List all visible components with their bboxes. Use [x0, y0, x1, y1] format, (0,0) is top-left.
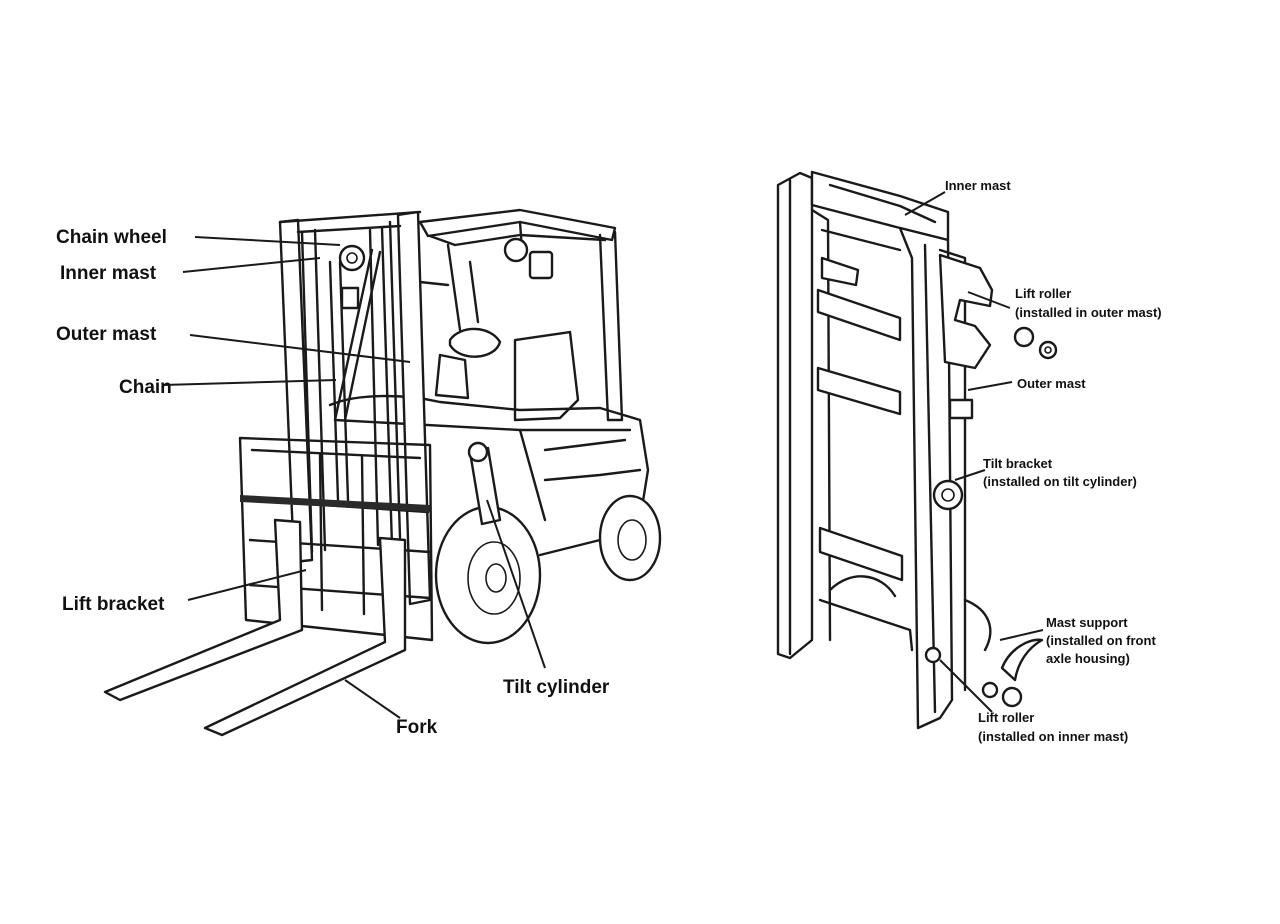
mast-assembly-illustration — [776, 170, 1058, 730]
mast-assembly-labels: Inner mast Lift roller (installed in out… — [904, 178, 1162, 744]
label-lift-roller-outer-note: (installed in outer mast) — [1015, 305, 1162, 320]
label-outer-mast: Outer mast — [56, 324, 157, 345]
forks — [103, 518, 407, 737]
label-lift-roller-outer: Lift roller — [1015, 286, 1071, 301]
label-lift-bracket: Lift bracket — [62, 594, 165, 615]
inner-mast — [300, 226, 394, 554]
operator-seat — [434, 327, 580, 422]
label-tilt-bracket: Tilt bracket — [983, 456, 1053, 471]
label-mast-support-note2: axle housing) — [1046, 651, 1130, 666]
chain-assembly — [328, 244, 382, 502]
tilt-cylinder — [467, 441, 502, 526]
front-wheel — [434, 505, 542, 645]
label-mast-outer-mast: Outer mast — [1017, 376, 1086, 391]
label-chain-wheel: Chain wheel — [56, 227, 167, 248]
rear-wheel — [598, 494, 662, 582]
forklift-labels: Chain wheel Inner mast Outer mast Chain … — [56, 227, 610, 738]
overhead-guard — [418, 208, 624, 422]
label-inner-mast: Inner mast — [60, 263, 157, 284]
forklift-illustration — [103, 208, 662, 737]
label-chain: Chain — [119, 377, 172, 398]
label-mast-inner-mast: Inner mast — [945, 178, 1011, 193]
label-lift-roller-inner-note: (installed on inner mast) — [978, 729, 1128, 744]
label-mast-support: Mast support — [1046, 615, 1128, 630]
label-lift-roller-inner: Lift roller — [978, 710, 1034, 725]
label-mast-support-note1: (installed on front — [1046, 633, 1156, 648]
label-tilt-cylinder: Tilt cylinder — [503, 677, 610, 698]
label-fork: Fork — [396, 717, 438, 738]
label-tilt-bracket-note: (installed on tilt cylinder) — [983, 474, 1137, 489]
